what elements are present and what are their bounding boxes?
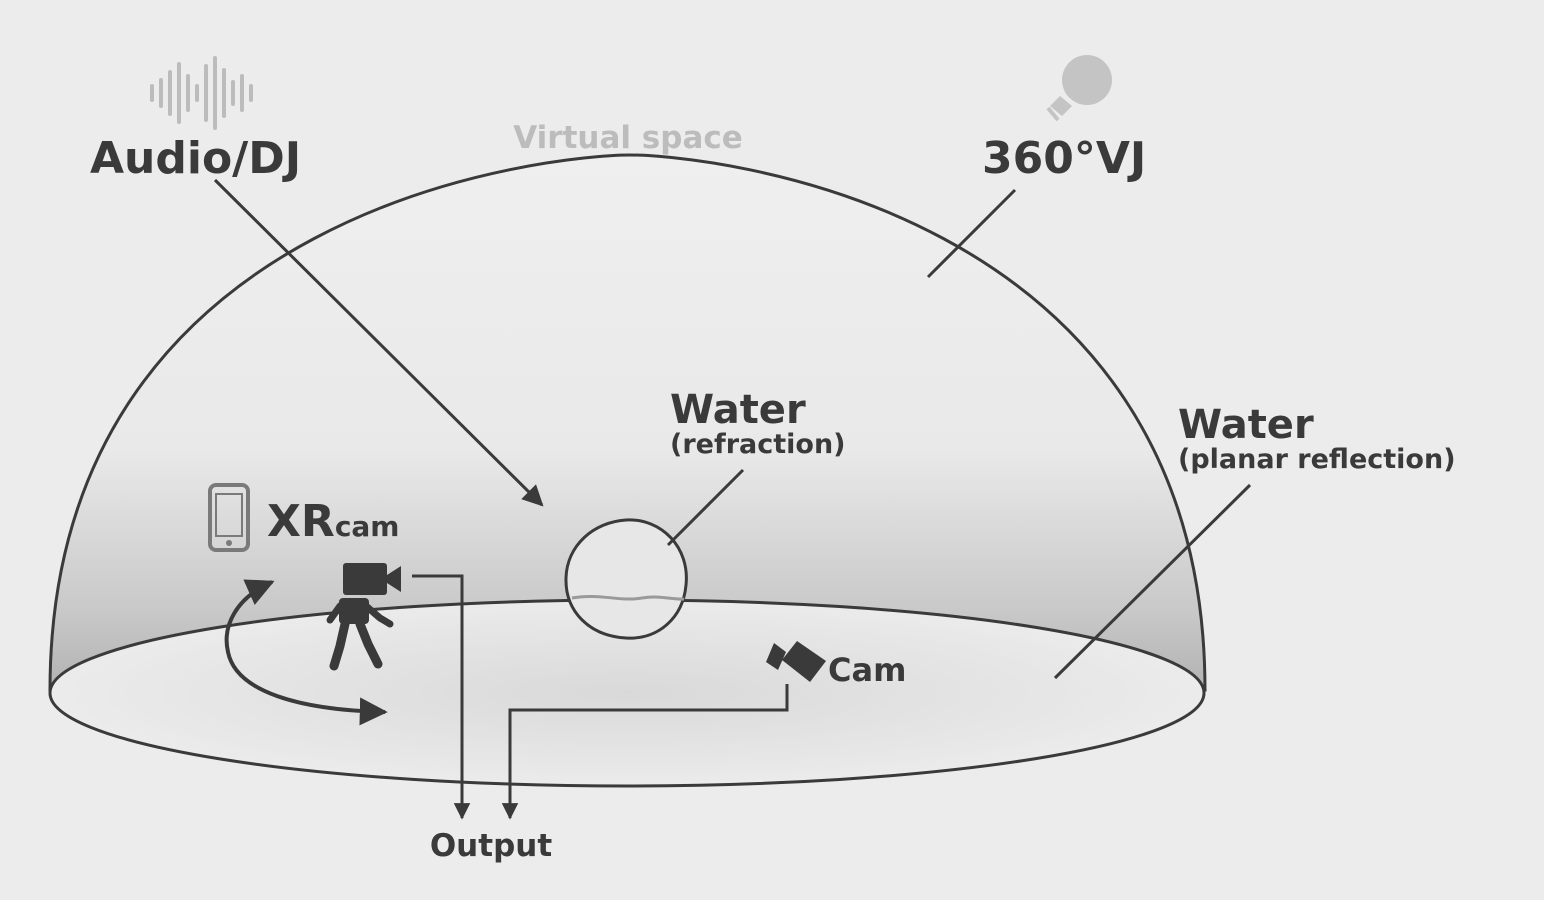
light-bulb-icon [1046, 55, 1112, 122]
audio-dj-arrow [213, 178, 544, 507]
virtual-space-label: Virtual space [513, 120, 743, 156]
output-label: Output [430, 828, 553, 864]
dome-shell [48, 153, 1207, 692]
smartphone-icon [208, 483, 250, 552]
xrcam-label: XRcam [267, 496, 399, 547]
audio-waveform-icon [150, 56, 253, 130]
xrcam-label-main: XR [267, 496, 335, 547]
water-refraction-title: Water [670, 387, 806, 433]
water-refraction-subtitle: (refraction) [670, 429, 846, 460]
audio-dj-label: Audio/DJ [90, 133, 301, 184]
floor-video-camera-icon [766, 641, 826, 682]
vj-leader-line [926, 188, 1017, 279]
cam-output-line [501, 684, 789, 820]
vj-label: 360°VJ [982, 133, 1146, 184]
xrcam-output-line [412, 574, 471, 820]
water-refraction-leader-line [666, 468, 745, 547]
water-surface-ripple [571, 594, 685, 601]
xrcam-label-sub: cam [335, 510, 400, 543]
water-planar-title: Water [1178, 402, 1314, 448]
water-refraction-sphere [564, 518, 688, 640]
cam-label: Cam [828, 651, 906, 689]
water-planar-leader-line [1053, 483, 1252, 680]
water-planar-subtitle: (planar reflection) [1178, 444, 1456, 475]
xr-orbit-arrow [224, 579, 388, 726]
